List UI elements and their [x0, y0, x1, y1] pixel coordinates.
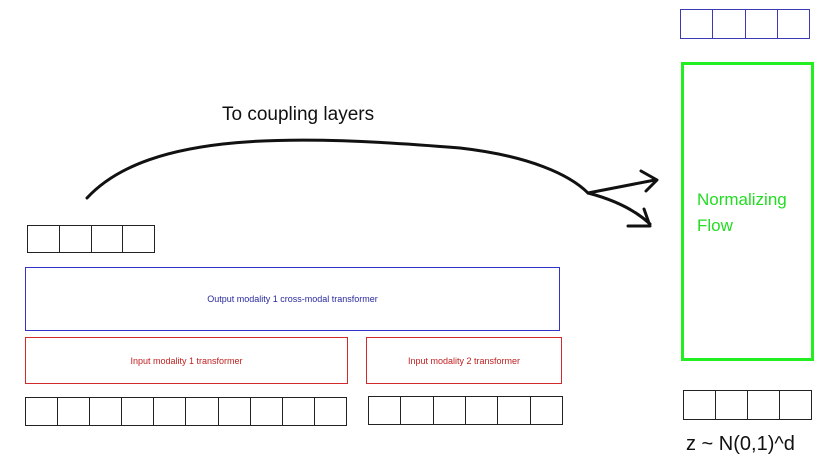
vector-cell — [92, 226, 124, 252]
vector-cell — [780, 391, 811, 419]
arrow-label: To coupling layers — [222, 104, 375, 125]
vector-cell — [90, 398, 123, 425]
vector-cell — [123, 226, 154, 252]
vector-cell — [713, 10, 746, 38]
output-cross-modal-transformer: Output modality 1 cross-modal transforme… — [25, 267, 560, 331]
flow-output-vector — [680, 9, 810, 39]
flow-label-line1: Normalizing — [697, 190, 787, 209]
vector-cell — [219, 398, 251, 425]
vector-cell — [28, 226, 60, 252]
vector-cell — [251, 398, 283, 425]
input-transformer-2-label: Input modality 2 transformer — [407, 355, 521, 366]
vector-cell — [315, 398, 346, 425]
output-transformer-label: Output modality 1 cross-modal transforme… — [207, 294, 378, 304]
input-modality-2-tokens — [368, 396, 563, 425]
vector-cell — [60, 226, 92, 252]
vector-cell — [531, 397, 562, 424]
vector-cell — [283, 398, 315, 425]
vector-cell — [716, 391, 748, 419]
vector-cell — [681, 10, 714, 38]
latent-vector — [683, 390, 812, 420]
vector-cell — [748, 391, 780, 419]
vector-cell — [122, 398, 155, 425]
flow-label-line2: Flow — [697, 216, 733, 235]
normalizing-flow-block: Normalizing Flow — [681, 62, 814, 361]
output-token-vector — [27, 225, 155, 253]
input-modality-1-tokens — [25, 397, 347, 426]
vector-cell — [778, 10, 809, 38]
input-modality-1-transformer: Input modality 1 transformer — [25, 337, 348, 384]
input-transformer-1-label: Input modality 1 transformer — [130, 355, 243, 366]
vector-cell — [186, 398, 219, 425]
vector-cell — [466, 397, 499, 424]
latent-distribution-label: z ~ N(0,1)^d — [686, 433, 795, 455]
vector-cell — [498, 397, 531, 424]
vector-cell — [369, 397, 402, 424]
vector-cell — [58, 398, 91, 425]
vector-cell — [746, 10, 778, 38]
vector-cell — [154, 398, 187, 425]
vector-cell — [684, 391, 716, 419]
vector-cell — [434, 397, 466, 424]
input-modality-2-transformer: Input modality 2 transformer — [366, 337, 562, 384]
vector-cell — [401, 397, 434, 424]
vector-cell — [26, 398, 59, 425]
